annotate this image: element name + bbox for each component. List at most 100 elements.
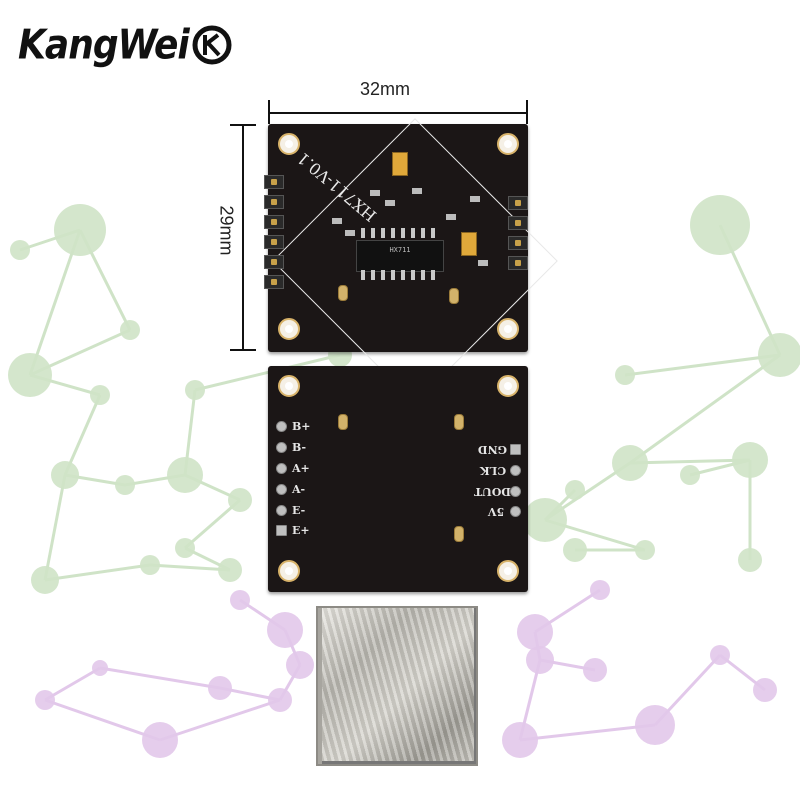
pin-pad-a-plus: [276, 463, 287, 474]
header-pin: [264, 255, 284, 269]
pin-label-gnd: GND: [478, 443, 507, 456]
kangwei-logo-icon: [192, 25, 232, 65]
pin-label-b-minus: B-: [292, 441, 307, 454]
chip-leg: [361, 228, 365, 238]
tantalum-capacitor: [392, 152, 408, 176]
smd-component: [412, 188, 422, 194]
network-node: [758, 333, 800, 377]
network-node: [526, 646, 554, 674]
header-pin: [508, 236, 528, 250]
height-dimension-tick-top: [230, 124, 256, 126]
network-node: [565, 480, 585, 500]
network-node: [615, 365, 635, 385]
pin-label-clk: CLK: [480, 464, 507, 477]
width-dimension-label: 32mm: [359, 79, 410, 99]
network-node: [31, 566, 59, 594]
network-node: [35, 690, 55, 710]
pin-label-e-minus: E-: [292, 504, 306, 517]
smd-component: [385, 200, 395, 206]
network-link: [63, 394, 102, 476]
smd-component: [446, 214, 456, 220]
network-link: [149, 563, 231, 572]
chip-leg: [391, 270, 395, 280]
network-link: [194, 353, 341, 392]
network-node: [738, 548, 762, 572]
chip-leg: [401, 270, 405, 280]
network-link: [159, 698, 281, 742]
network-node: [286, 651, 314, 679]
network-node: [710, 645, 730, 665]
chip-leg: [411, 270, 415, 280]
network-node: [635, 540, 655, 560]
network-node: [590, 580, 610, 600]
header-pin: [508, 256, 528, 270]
mounting-hole: [497, 318, 519, 340]
network-link: [44, 698, 161, 742]
network-node: [185, 380, 205, 400]
back-pcb: [268, 366, 528, 592]
smd-component: [332, 218, 342, 224]
chip-leg: [411, 228, 415, 238]
pin-pad-5v: [510, 506, 521, 517]
pin-label-a-plus: A+: [292, 462, 310, 475]
network-node: [517, 614, 553, 650]
network-node: [218, 558, 242, 582]
gold-pad: [338, 414, 348, 430]
network-node: [90, 385, 110, 405]
network-link: [99, 666, 221, 690]
mounting-hole: [278, 318, 300, 340]
header-pin: [508, 196, 528, 210]
pin-pad-e-plus: [276, 525, 287, 536]
pin-label-b-plus: B+: [292, 420, 311, 433]
pin-pad-a-minus: [276, 484, 287, 495]
network-node: [8, 353, 52, 397]
brand-logo: KangWei: [18, 20, 233, 70]
header-pin: [264, 235, 284, 249]
network-node: [635, 705, 675, 745]
mounting-hole: [278, 560, 300, 582]
gold-pad: [449, 288, 459, 304]
hx711-chip: HX711: [356, 240, 444, 272]
brand-name: KangWei: [18, 21, 190, 69]
network-node: [92, 660, 108, 676]
mounting-hole: [497, 560, 519, 582]
header-pin: [508, 216, 528, 230]
smd-component: [345, 230, 355, 236]
header-pin: [264, 175, 284, 189]
width-dimension-tick-right: [526, 100, 528, 124]
network-link: [629, 353, 781, 465]
tantalum-capacitor: [461, 232, 477, 256]
gold-pad: [338, 285, 348, 301]
smd-component: [478, 260, 488, 266]
mounting-hole: [497, 133, 519, 155]
chip-leg: [431, 228, 435, 238]
pin-pad-e-minus: [276, 505, 287, 516]
mounting-hole: [497, 375, 519, 397]
height-dimension-line: [242, 124, 244, 350]
height-dimension-label: 29mm: [216, 205, 237, 256]
gold-pad: [454, 414, 464, 430]
chip-leg: [421, 228, 425, 238]
network-node: [268, 688, 292, 712]
pin-pad-clk: [510, 465, 521, 476]
header-pin: [264, 275, 284, 289]
pin-label-5v: 5V: [488, 505, 505, 518]
network-node: [563, 538, 587, 562]
header-pin: [264, 215, 284, 229]
network-node: [230, 590, 250, 610]
gold-pad: [454, 526, 464, 542]
network-link: [629, 458, 751, 465]
chip-leg: [371, 228, 375, 238]
network-link: [184, 498, 241, 550]
smd-component: [370, 190, 380, 196]
chip-leg: [381, 270, 385, 280]
network-link: [624, 353, 781, 377]
chip-leg: [431, 270, 435, 280]
pin-label-dout: DOUT: [474, 485, 511, 498]
network-node: [51, 461, 79, 489]
width-dimension-tick-left: [268, 100, 270, 124]
network-link: [43, 474, 67, 581]
width-dimension-line: [268, 112, 528, 114]
smd-component: [470, 196, 480, 202]
